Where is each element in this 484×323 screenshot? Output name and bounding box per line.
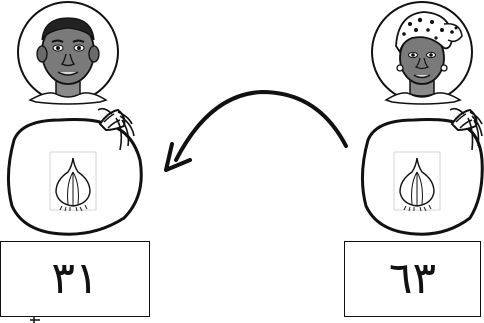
boy-portrait-icon (17, 1, 119, 105)
curved-arrow-left-icon (164, 89, 348, 172)
right-sack-with-garlic-icon (360, 107, 484, 236)
right-number: ٣٦ (388, 253, 437, 304)
left-number-box: ١٣ (0, 241, 150, 317)
right-garlic-icon (399, 157, 435, 212)
woman-with-headwrap-portrait-icon (371, 1, 473, 105)
small-mark (30, 317, 40, 323)
left-garlic-icon (55, 157, 91, 212)
left-number: ١٣ (51, 253, 99, 304)
left-sack-with-garlic-icon (6, 107, 143, 236)
right-number-box: ٣٦ (344, 241, 481, 317)
